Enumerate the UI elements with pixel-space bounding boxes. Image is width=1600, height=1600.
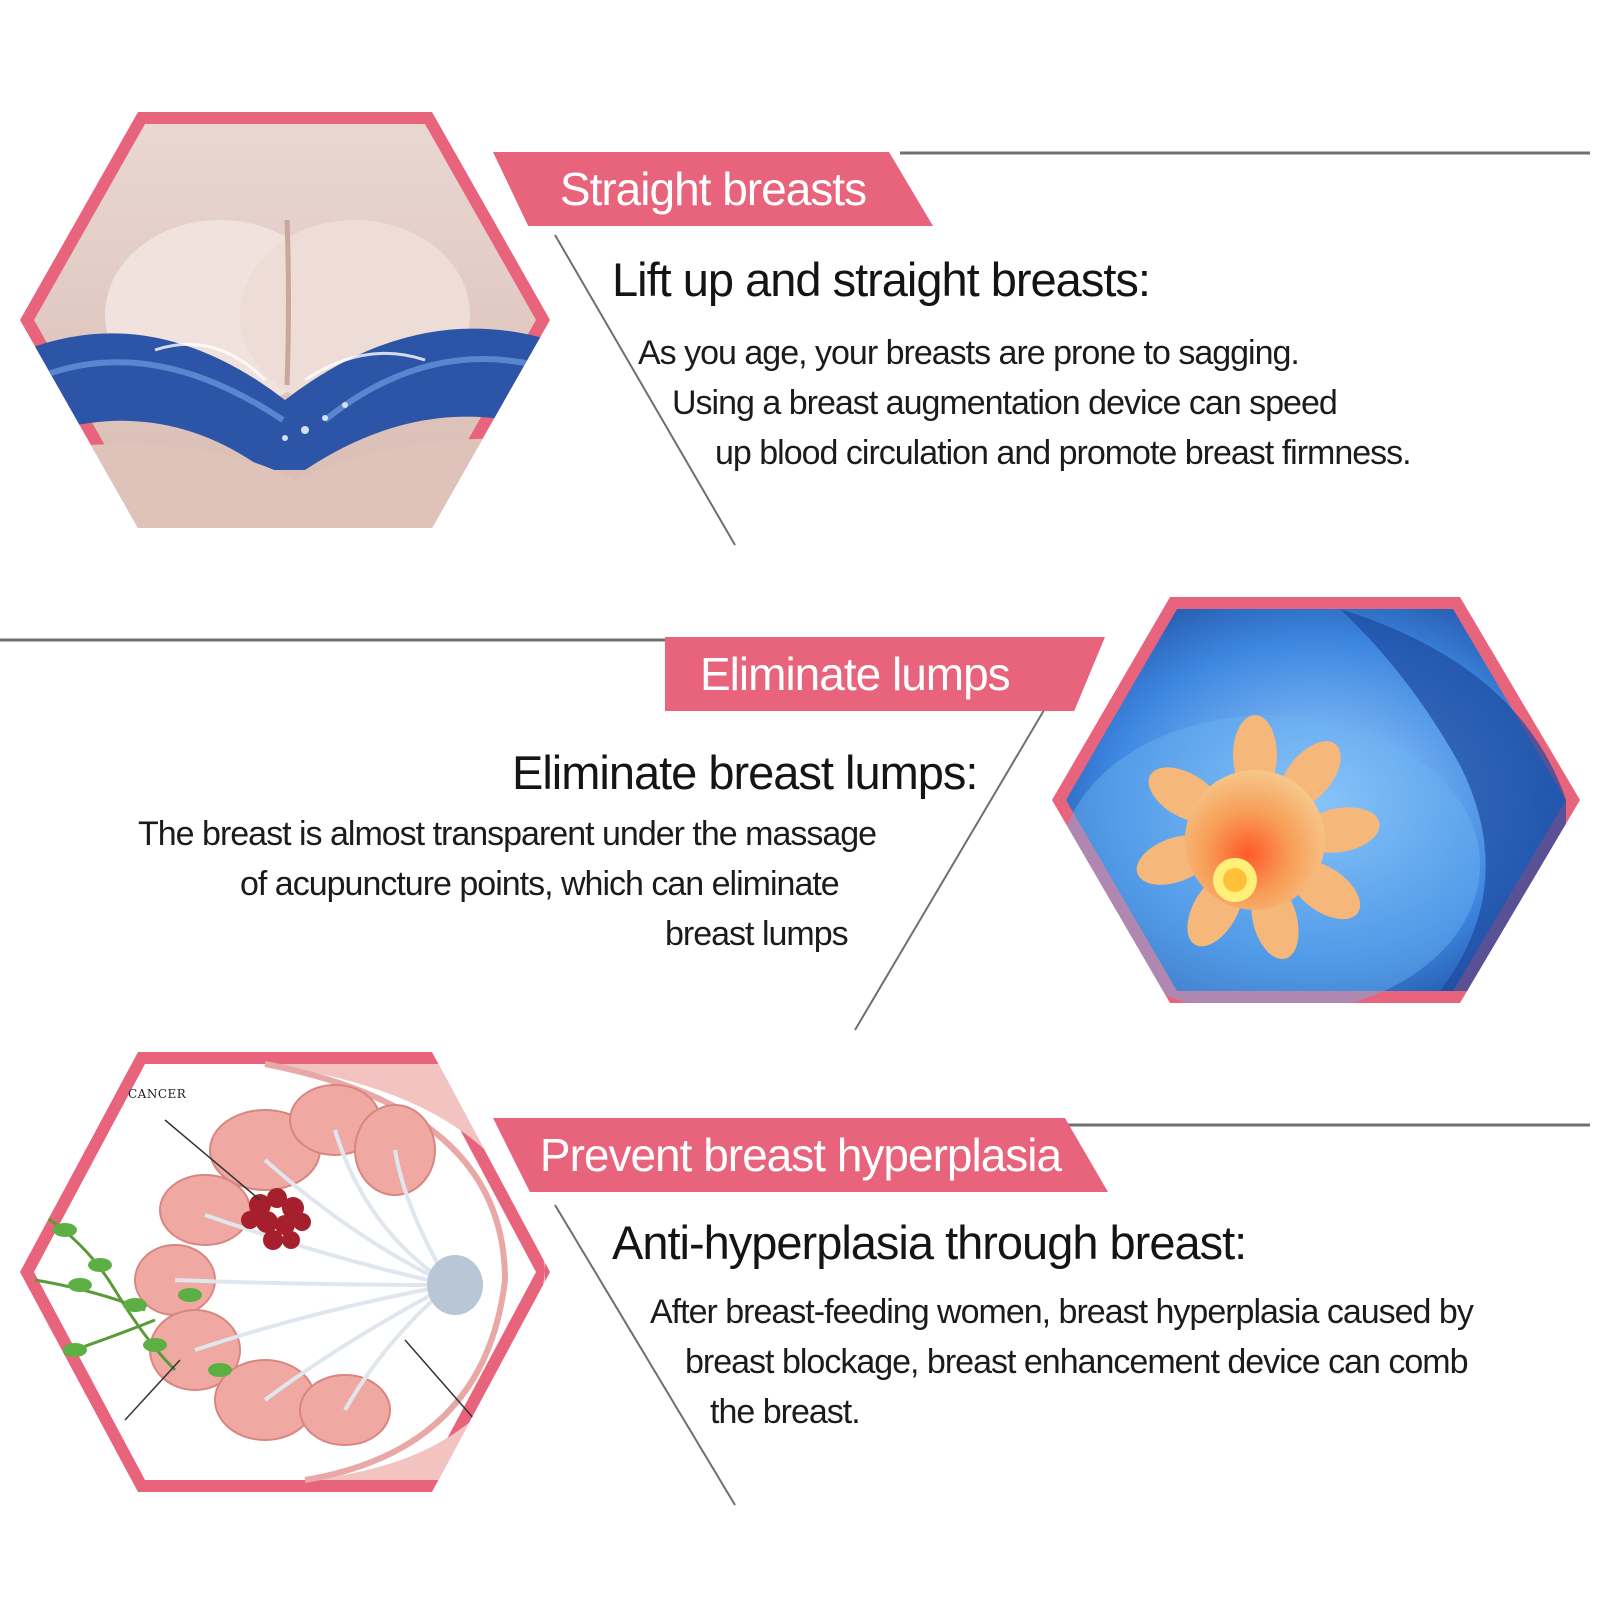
heading-eliminate-breast-lumps: Eliminate breast lumps: xyxy=(512,746,978,799)
breast-lump-xray-icon xyxy=(1052,597,1580,1003)
heading-anti-hyperplasia: Anti-hyperplasia through breast: xyxy=(612,1216,1247,1269)
heading-lift-up: Lift up and straight breasts: xyxy=(612,253,1151,306)
tag-eliminate-lumps: Eliminate lumps xyxy=(665,637,1105,711)
body-line: the breast. xyxy=(710,1393,861,1431)
tag-label: Eliminate lumps xyxy=(700,648,1011,700)
bra-lift-photo-icon xyxy=(20,112,550,528)
diagram-label-cancer: CANCER xyxy=(128,1087,187,1101)
body-line: After breast-feeding women, breast hyper… xyxy=(650,1293,1474,1331)
tag-label: Straight breasts xyxy=(559,163,867,215)
body-line: breast lumps xyxy=(665,915,849,953)
body-line: up blood circulation and promote breast … xyxy=(715,434,1412,472)
section-straight-breasts: Straight breasts Lift up and straight br… xyxy=(0,0,1600,528)
body-line: of acupuncture points, which can elimina… xyxy=(240,865,840,903)
tag-prevent-hyperplasia: Prevent breast hyperplasia xyxy=(493,1118,1108,1192)
breast-anatomy-diagram-icon xyxy=(20,1052,550,1492)
diagonal-rule-3 xyxy=(554,1204,736,1506)
body-line: breast blockage, breast enhancement devi… xyxy=(685,1343,1468,1381)
body-line: As you age, your breasts are prone to sa… xyxy=(638,334,1300,372)
body-line: The breast is almost transparent under t… xyxy=(138,815,877,853)
section-prevent-hyperplasia: CANCER Prevent breast hyperplasia Anti-h… xyxy=(0,1040,1600,1520)
body-line: Using a breast augmentation device can s… xyxy=(672,384,1338,422)
diagonal-rule-1 xyxy=(554,234,736,546)
diagonal-rule-2 xyxy=(854,699,1051,1031)
tag-straight-breasts: Straight breasts xyxy=(493,152,933,226)
section-eliminate-lumps: Eliminate lumps Eliminate breast lumps: … xyxy=(0,480,1600,1003)
tag-label: Prevent breast hyperplasia xyxy=(539,1129,1062,1181)
